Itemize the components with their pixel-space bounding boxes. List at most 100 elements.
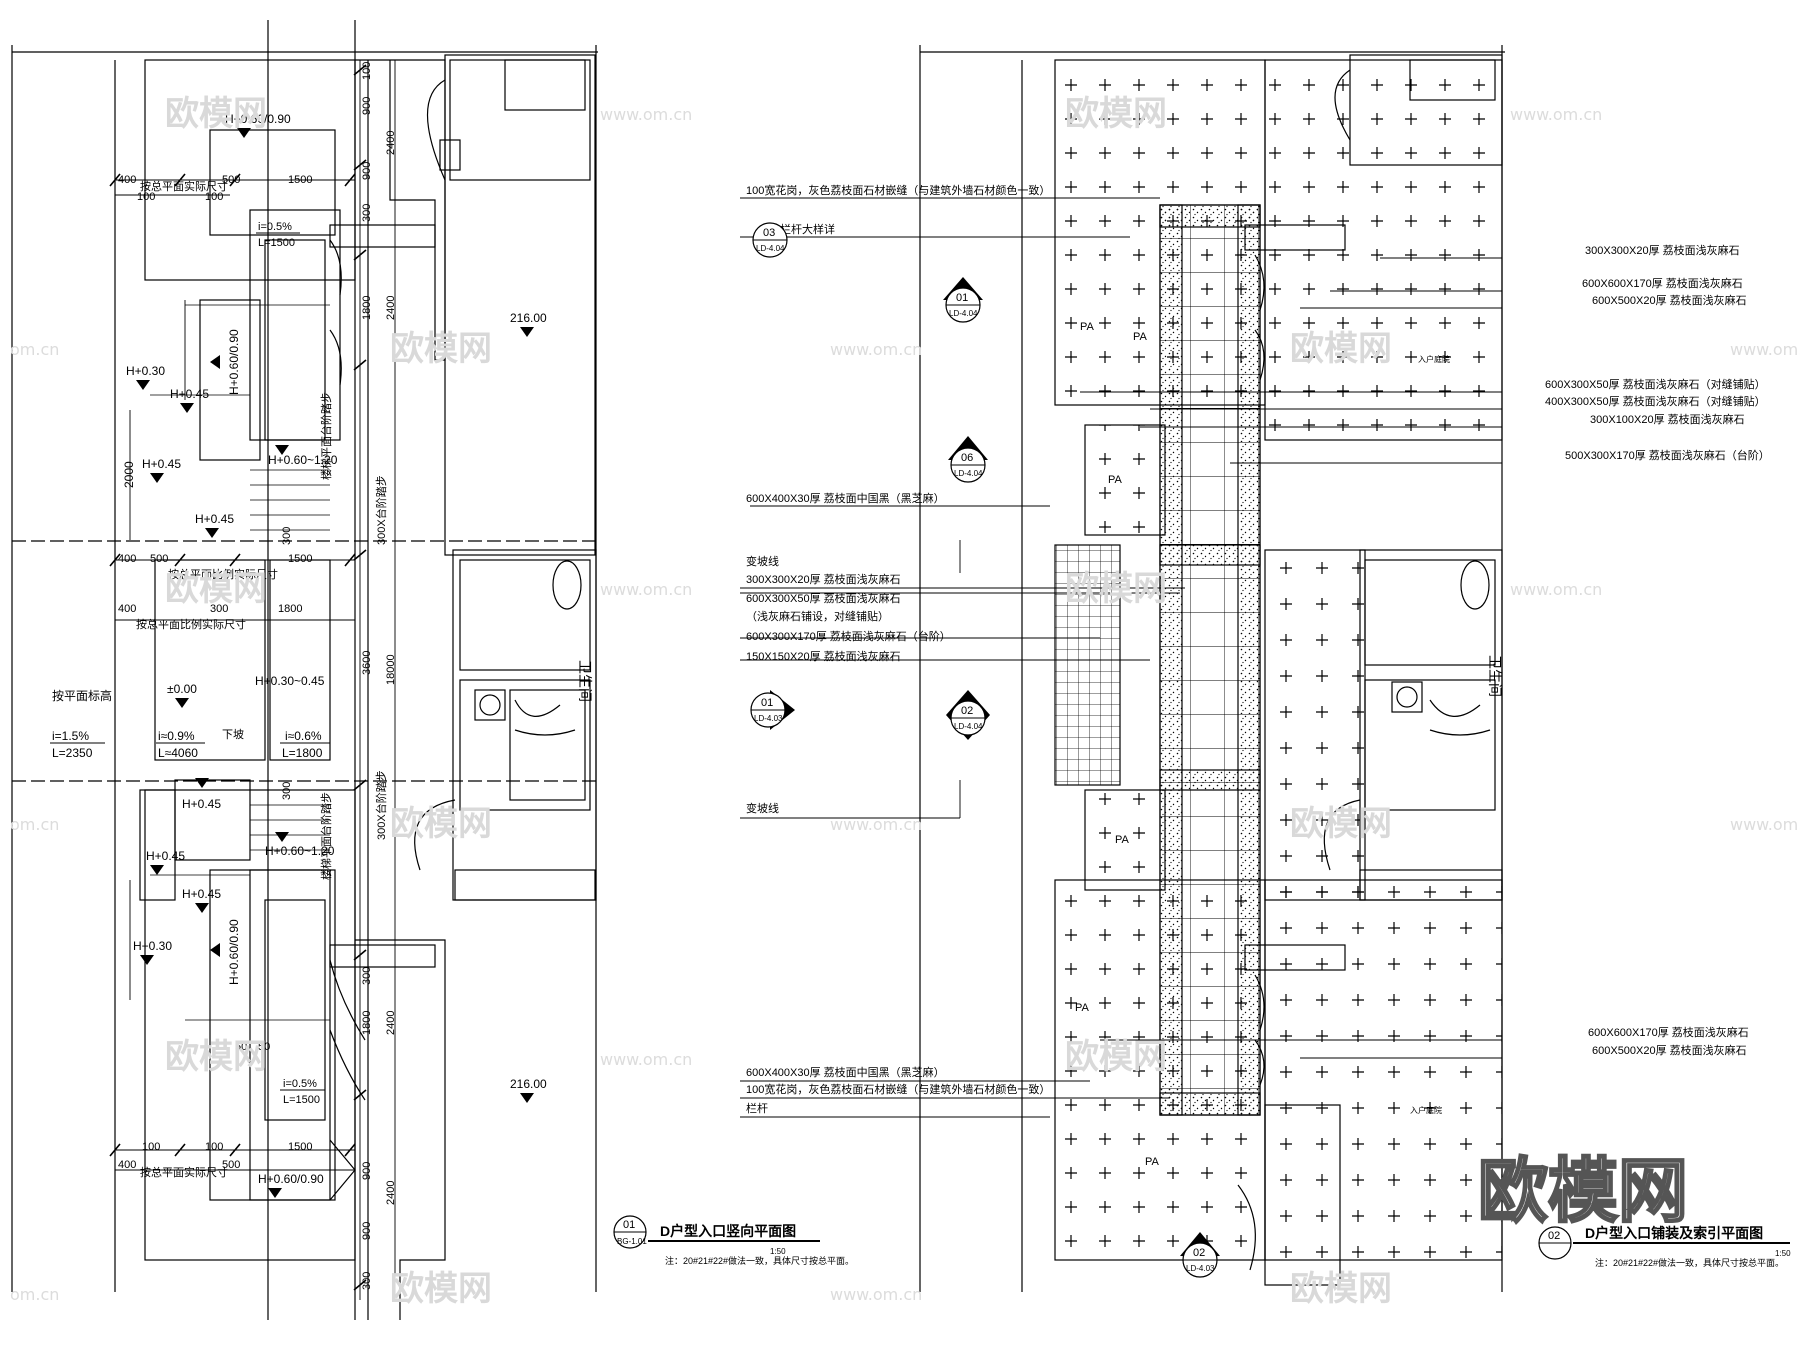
dim-top-100b: 100 [205, 191, 223, 203]
dim-r-3: 900 [361, 162, 373, 180]
dim-mid2-label: 按总平面比例实际尺寸 [136, 617, 246, 631]
wm-url-9: www.om.cn [1730, 340, 1800, 359]
note-r-2: 600X500X20厚 荔枝面浅灰麻石 [1592, 293, 1747, 307]
dim-mid-500: 500 [150, 553, 168, 565]
note-l-5: 600X300X50厚 荔枝面浅灰麻石 [746, 591, 901, 605]
dim-r-1: 900 [361, 97, 373, 115]
right-plan-labels: 100宽花岗，灰色荔枝面石材嵌缝（与建筑外墙石材颜色一致） 栏杆大样详 600X… [746, 183, 1791, 1278]
pa-label-4: PA [1115, 834, 1130, 846]
elev-6: H+0.60~1.20 [268, 453, 338, 467]
right-scale: 1:50 [1775, 1249, 1791, 1258]
right-title: D户型入口铺装及索引平面图 [1585, 1225, 1763, 1241]
stair-label-3: 300X台阶踏步 [374, 770, 388, 840]
elev-10: H+0.45 [182, 797, 221, 811]
dim-mid-label: 按总平面比例实际尺寸 [168, 567, 278, 581]
note-l-3: 变坡线 [746, 554, 779, 568]
wm-logo-4: 欧模网 [390, 804, 492, 844]
dim-r-8: 18000 [385, 654, 397, 685]
callout-03: 03 LD-4.04 [752, 222, 788, 258]
slope-3-i: i≈0.9% [158, 729, 195, 743]
spot-level-2: 216.00 [510, 1077, 547, 1091]
right-ref-num: 02 [1548, 1230, 1560, 1242]
stair-label-2: 300X台阶踏步 [374, 475, 388, 545]
dim-r-6: 2400 [385, 296, 397, 320]
callout-02a-sheet: LD-4.04 [954, 722, 983, 731]
dim-r-7: 3600 [361, 651, 373, 675]
callout-01a-sheet: LD-4.04 [949, 309, 978, 318]
wm-logo-3: 欧模网 [165, 569, 267, 609]
callout-06-num: 06 [961, 452, 973, 464]
dim-50b: 50 [258, 1041, 270, 1053]
wm-url-7: www.om.cn [1510, 105, 1602, 124]
wm-logo-7: 欧模网 [1065, 94, 1167, 134]
note-r-3: 600X300X50厚 荔枝面浅灰麻石（对缝铺贴） [1545, 377, 1766, 391]
right-note: 注：20#21#22#做法一致，具体尺寸按总平面。 [1595, 1257, 1784, 1268]
left-ref-num: 01 [623, 1219, 635, 1231]
callout-01-a: 01 LD-4.04 [943, 277, 983, 323]
dim-bot-100a: 100 [142, 1141, 160, 1153]
wm-url-4: www.om.cn [830, 815, 922, 834]
note-l-9: 变坡线 [746, 801, 779, 815]
dim-50a: 50 [235, 1041, 247, 1053]
wm-logo-9: 欧模网 [1065, 569, 1167, 609]
wm-logo-6: 欧模网 [390, 1269, 492, 1309]
dim-mid-1500: 1500 [288, 553, 312, 565]
elev-2: H+0.30 [126, 364, 165, 378]
dim-r-13: 900 [361, 1222, 373, 1240]
wm-url-10: www.om.cn [1730, 815, 1800, 834]
stair-label-4: 楼梯平面台阶踏步 [319, 792, 333, 880]
callout-02-a: 02 LD-4.04 [946, 690, 990, 740]
entry-label-1: 入户庭院 [1418, 354, 1450, 364]
dim-mid2-1800: 1800 [278, 603, 302, 615]
left-plan [11, 20, 598, 1320]
left-note: 注：20#21#22#做法一致，具体尺寸按总平面。 [665, 1255, 854, 1266]
elev-14: H+0.30 [133, 939, 172, 953]
entry-label-2: 入户庭院 [1410, 1105, 1442, 1115]
wm-logo-8: 欧模网 [1290, 329, 1392, 369]
callout-02b-sheet: LD-4.03 [1186, 1264, 1215, 1273]
dim-2000: 2000 [122, 461, 136, 488]
elev-4: H+0.45 [142, 457, 181, 471]
slope-5-i: i=0.5% [283, 1078, 317, 1090]
dim-mid2-400: 400 [118, 603, 136, 615]
pa-label-3: PA [1108, 474, 1123, 486]
room-label-left: 卫生间 [577, 660, 593, 702]
note-l-7: 600X300X170厚 荔枝面浅灰麻石（台阶） [746, 629, 951, 643]
stair-label-1: 楼梯平面台阶踏步 [319, 392, 333, 480]
dim-bot-100b: 100 [205, 1141, 223, 1153]
callout-03-num: 03 [763, 227, 775, 239]
watermarks: 欧模网 欧模网 欧模网 欧模网 欧模网 欧模网 欧模网 欧模网 欧模网 欧模网 … [10, 94, 1800, 1309]
dim-r-10: 1800 [361, 1011, 373, 1035]
elev-9: H+0.30~0.45 [255, 674, 325, 688]
dim-r-12: 900 [361, 1162, 373, 1180]
wm-url-2: www.om.cn [830, 340, 922, 359]
pa-label-6: PA [1145, 1156, 1160, 1168]
elev-15: H+0.60/0.90 [227, 919, 241, 985]
wm-url-6: www.om.cn [830, 1285, 922, 1304]
note-r-7: 600X600X170厚 荔枝面浅灰麻石 [1588, 1025, 1749, 1039]
callout-03-sheet: LD-4.04 [756, 244, 785, 253]
callout-01-b: 01 LD-4.03 [750, 690, 795, 730]
left-ref-sheet: BG-1.01 [617, 1237, 647, 1246]
note-r-6: 500X300X170厚 荔枝面浅灰麻石（台阶） [1565, 448, 1770, 462]
wm-url-12: om.cn [10, 815, 59, 834]
dim-top-label: 按总平面实际尺寸 [140, 179, 228, 193]
note-r-5: 300X100X20厚 荔枝面浅灰麻石 [1590, 412, 1745, 426]
elev-16: H+0.60/0.90 [258, 1172, 324, 1186]
callout-02-b: 02 LD-4.03 [1180, 1232, 1220, 1278]
note-r-0: 300X300X20厚 荔枝面浅灰麻石 [1585, 243, 1740, 257]
note-l-12: 栏杆 [746, 1101, 768, 1115]
note-l-11: 100宽花岗，灰色荔枝面石材嵌缝（与建筑外墙石材颜色一致） [746, 1082, 1050, 1096]
wm-url-3: www.om.cn [600, 580, 692, 599]
callout-01a-num: 01 [956, 292, 968, 304]
left-scale: 1:50 [770, 1247, 786, 1256]
callout-02a-num: 02 [961, 705, 973, 717]
wm-url-5: www.om.cn [600, 1050, 692, 1069]
left-title: D户型入口竖向平面图 [660, 1223, 796, 1239]
dim-r-11: 2400 [385, 1011, 397, 1035]
slope-3-L: L≈4060 [158, 746, 198, 760]
slope-4-L: L=1800 [282, 746, 323, 760]
dim-bot-label: 按总平面实际尺寸 [140, 1165, 228, 1179]
wm-url-11: om.cn [10, 340, 59, 359]
